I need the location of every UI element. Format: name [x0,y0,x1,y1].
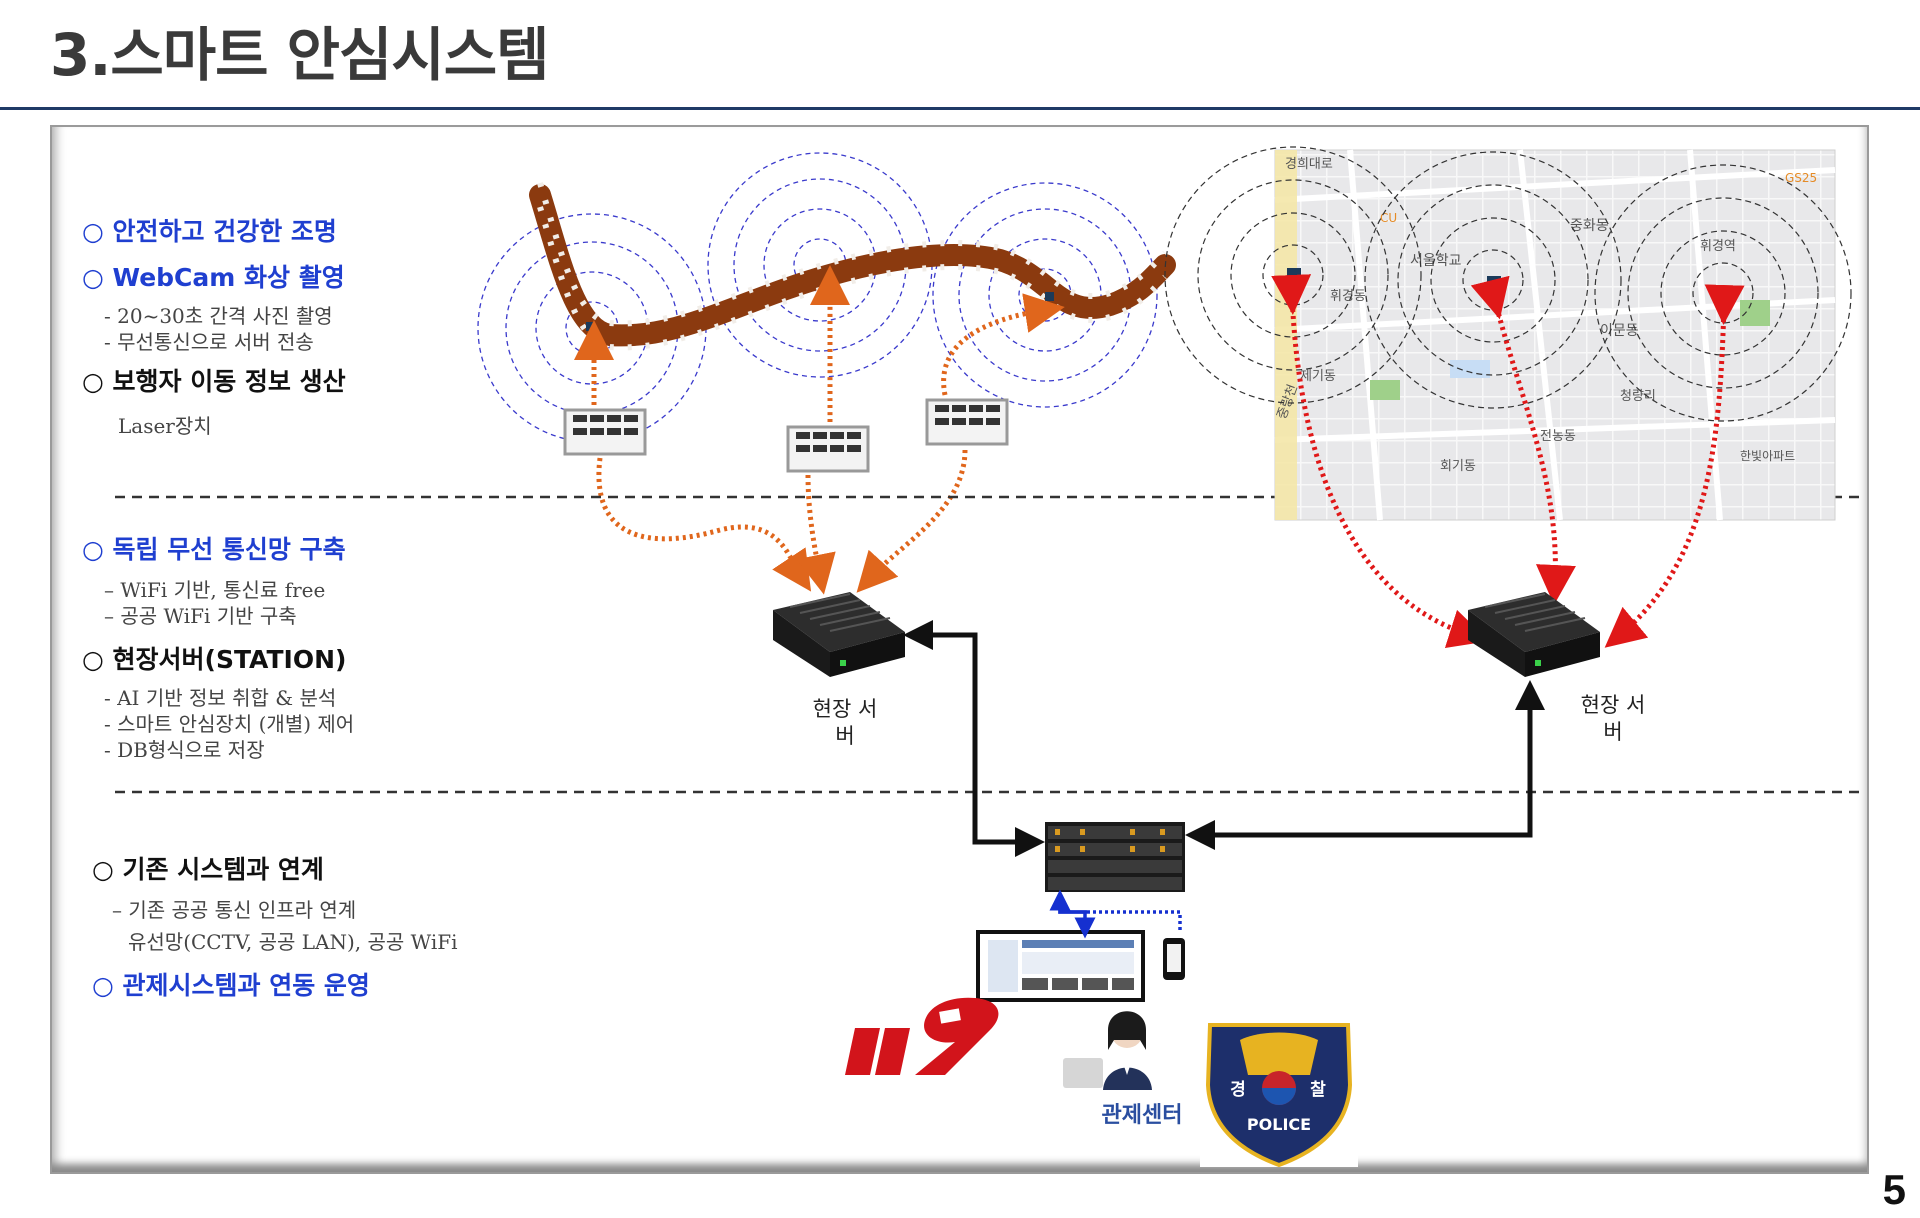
control-center-operator-icon [1063,1011,1152,1090]
central-server-rack [1045,822,1185,892]
district-map: 경희대로 중랑천 GS25 CU 서울학교 중화동 이문동 휘경동 회기동 청량… [1164,146,1852,521]
svg-text:이문동: 이문동 [1600,323,1639,339]
svg-text:서울학교: 서울학교 [1410,253,1462,269]
bullet-field-server: ○ 현장서버(STATION) [82,645,347,674]
svg-text:중화동: 중화동 [1570,218,1609,234]
field-server-right [1468,592,1600,677]
svg-text:경: 경 [1230,1080,1246,1100]
field-server-right-label: 현장 서 버 [1580,693,1646,744]
webcam-sub-1: - 20~30초 간격 사진 촬영 [104,304,333,328]
svg-text:CU: CU [1380,211,1397,225]
server-sub-1: - AI 기반 정보 취합 & 분석 [104,686,337,710]
wireless-sub-2: – 공공 WiFi 기반 구축 [104,604,297,628]
svg-text:제기동: 제기동 [1300,369,1336,384]
bullet-wireless-network: ○ 독립 무선 통신망 구축 [82,535,346,564]
camera-node [1045,292,1054,301]
bullet-existing-system: ○ 기존 시스템과 연계 [92,855,324,884]
page-title: 3.스마트 안심시스템 [50,21,549,89]
title-divider [0,107,1920,110]
svg-text:GS25: GS25 [1785,171,1817,185]
svg-text:전농동: 전농동 [1540,429,1576,444]
monitor-console [976,930,1145,1002]
bullet-pedestrian-info: ○ 보행자 이동 정보 생산 [82,367,346,396]
camera-node [586,322,595,331]
svg-text:휘경동: 휘경동 [1330,289,1366,304]
svg-text:청량리: 청량리 [1620,389,1656,404]
police-emblem [1200,1015,1358,1168]
svg-text:회기동: 회기동 [1440,459,1476,474]
page-number: 5 [1882,1166,1906,1213]
wireless-sub-1: – WiFi 기반, 통신료 free [104,578,326,602]
svg-text:찰: 찰 [1310,1080,1326,1100]
bullet-webcam: ○ WebCam 화상 촬영 [82,263,345,292]
street-road [529,182,1176,351]
logo-119 [845,997,999,1075]
control-center-label: 관제센터 [1102,1103,1183,1128]
field-server-left-label: 현장 서 버 [812,697,878,748]
webcam-sub-2: - 무선통신으로 서버 전송 [104,330,314,354]
mobile-phone [1163,938,1185,980]
existing-sub-2: 유선망(CCTV, 공공 LAN), 공공 WiFi [128,930,458,954]
svg-text:휘경역: 휘경역 [1700,239,1736,254]
pedestrian-sub-1: Laser장치 [118,414,212,438]
server-sub-3: - DB형식으로 저장 [104,738,265,762]
svg-text:경희대로: 경희대로 [1285,157,1333,172]
existing-sub-1: – 기존 공공 통신 인프라 연계 [112,898,357,922]
bullet-safe-lighting: ○ 안전하고 건강한 조명 [82,217,337,246]
svg-text:POLICE: POLICE [1247,1115,1311,1134]
field-server-left [773,592,905,677]
svg-text:한빛아파트: 한빛아파트 [1740,449,1795,463]
server-sub-2: - 스마트 안심장치 (개별) 제어 [104,712,355,736]
bullet-control-system: ○ 관제시스템과 연동 운영 [92,971,370,1000]
